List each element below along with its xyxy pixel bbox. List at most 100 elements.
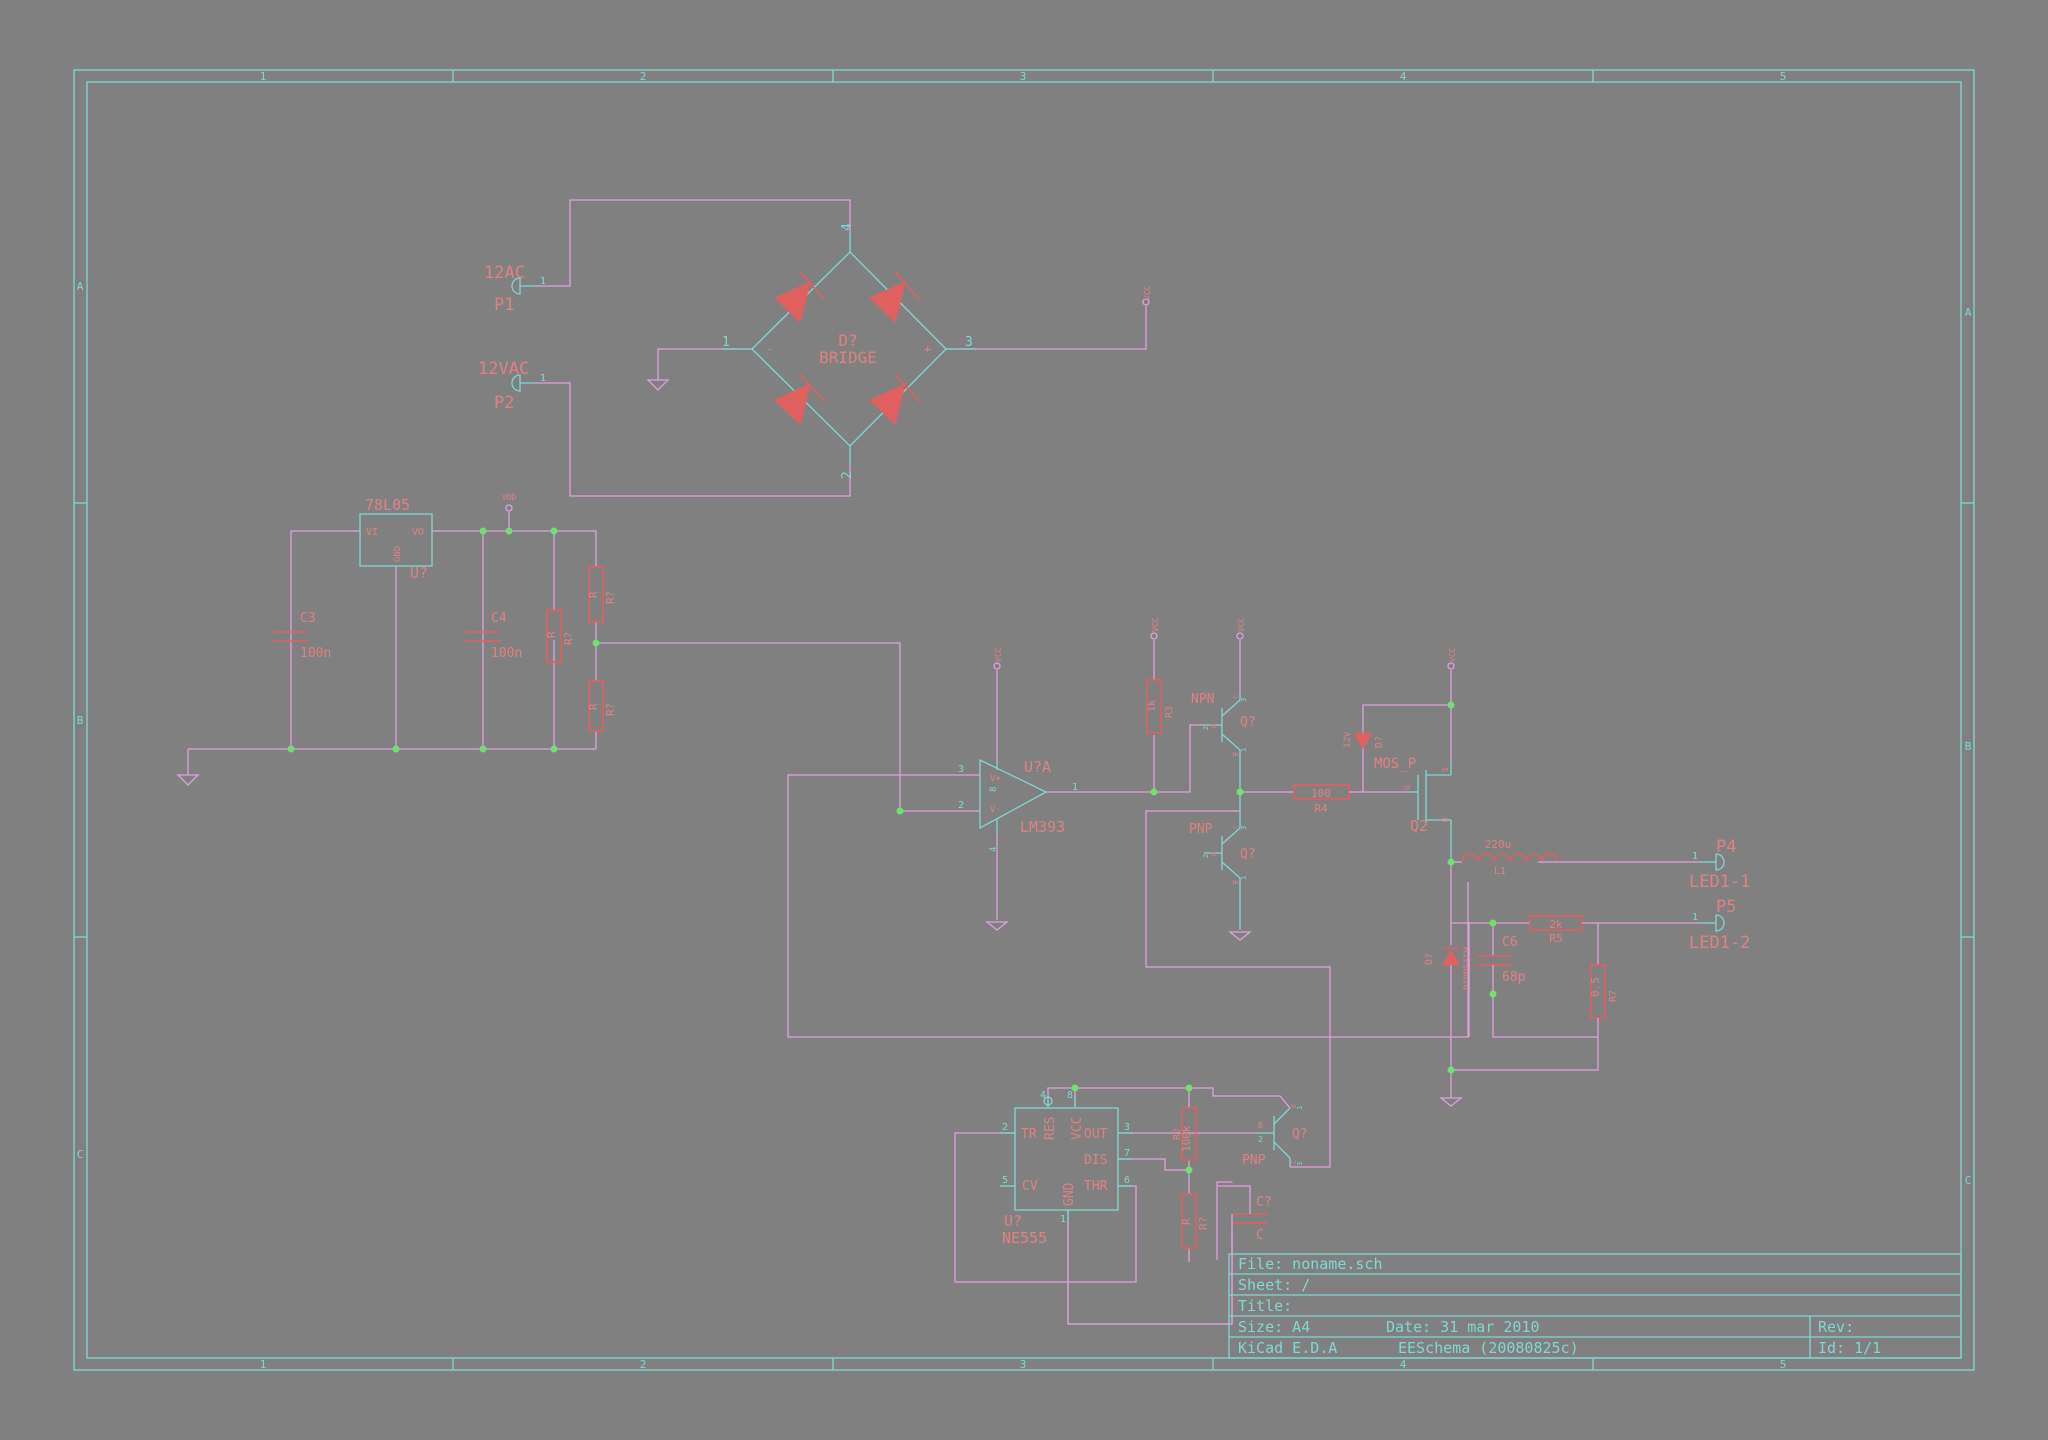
- label-components-p5-ref: P5: [1716, 897, 1736, 917]
- label-components-r_d-value: R: [1180, 1218, 1193, 1225]
- label-components-comparator-vminus: V-: [990, 805, 1001, 815]
- ground-icon: [176, 774, 200, 786]
- label-components-l1-ref: L1: [1494, 866, 1506, 877]
- label-components-pnp1-pins-2: 1: [1240, 876, 1248, 880]
- label-components-mosfet-d: D: [1441, 817, 1450, 822]
- label-components-npn-type: NPN: [1191, 692, 1214, 707]
- label-components-vcc_r3: VCC: [1151, 617, 1160, 632]
- label-components-pnp2-e: E: [1290, 1104, 1298, 1108]
- label-components-ne555-out: OUT: [1084, 1127, 1108, 1142]
- label-components-r3-value: 1k: [1147, 700, 1158, 712]
- row-marker-right-c: C: [1965, 1174, 1972, 1187]
- label-components-p2-value: 12VAC: [478, 359, 529, 379]
- resistor-r-divider-top: R R?: [587, 566, 617, 623]
- label-components-ne555-pins-2: 8: [1067, 1090, 1073, 1101]
- label-components-vcc_bridge: VCC: [1143, 285, 1152, 300]
- title-block-rev: Rev:: [1818, 1318, 1854, 1336]
- label-components-ne555-vcc: VCC: [1070, 1117, 1085, 1140]
- label-components-ne555-gnd: GND: [1062, 1182, 1077, 1206]
- label-components-pnp1-ref: Q?: [1240, 847, 1256, 862]
- resistor-r-divider-bottom: R R?: [587, 680, 617, 732]
- label-components-comparator-pins-0: 3: [958, 764, 964, 775]
- label-components-vcc_npn: VCC: [1237, 617, 1246, 632]
- col-marker-top-3: 3: [1020, 70, 1027, 83]
- capacitor-c3: C3 100n: [273, 611, 331, 661]
- label-components-vcc_mos: VCC: [1448, 647, 1457, 662]
- label-components-vcc_comp: VCC: [994, 647, 1003, 662]
- capacitor-c-timing: C? C: [1217, 1182, 1272, 1243]
- label-components-pnp1-pins-0: 2: [1202, 854, 1210, 858]
- label-components-ne555-pins-1: 4: [1040, 1090, 1046, 1101]
- transistor-pnp-driver: PNP Q? B 2 C 3 E 1: [1189, 792, 1256, 930]
- resistor-r5: 2k R5: [1529, 915, 1583, 945]
- label-components-pnp2-pins-0: 2: [1258, 1135, 1263, 1144]
- col-marker-top-5: 5: [1780, 70, 1787, 83]
- ground-icon: [1439, 1097, 1463, 1107]
- row-marker-right-b: B: [1965, 740, 1972, 753]
- label-components-ne555-ref: U?: [1004, 1212, 1022, 1230]
- label-components-pnp2-c: C: [1290, 1160, 1298, 1164]
- zener-diode: 12V D?: [1343, 731, 1385, 749]
- label-components-comparator-pins-2: 1: [1072, 782, 1078, 793]
- label-components-ne555-pins-7: 6: [1124, 1175, 1130, 1186]
- vcc-flag-bridge: VCC: [1142, 285, 1152, 306]
- label-components-r5-value: 2k: [1549, 918, 1563, 931]
- label-components-c3-value: 100n: [300, 646, 331, 661]
- label-components-npn-pins-0: 2: [1202, 726, 1210, 730]
- label-components-r2-value: 100k: [1180, 1125, 1193, 1152]
- regulator-section: VDD 78L05 VI VO GND U? C3 100n C4 100n R…: [176, 493, 901, 811]
- title-block-file: File: noname.sch: [1238, 1255, 1383, 1273]
- label-components-pnp1-pins-1: 3: [1240, 826, 1248, 830]
- label-components-ne555-pins-0: 2: [1002, 1122, 1008, 1133]
- label-components-dschottky-value: DIODESCH: [1463, 947, 1473, 990]
- sheet-frame: 1 2 3 4 5 1 2 3 4 5 A B C A B C: [73, 69, 1975, 1371]
- timer-section: C? C TR RES VCC OUT DIS CV GND THR 2 4 8…: [954, 1084, 1308, 1325]
- label-components-bridge-plus: +: [924, 342, 931, 356]
- bridge-rectifier: 1 2 3 4 - + D? BRIDGE: [722, 223, 976, 479]
- vcc-flag-comparator: VCC: [993, 647, 1003, 670]
- label-components-reg-ref: U?: [410, 564, 428, 582]
- label-components-zener-value: 12V: [1343, 731, 1353, 748]
- label-components-comparator-pins-3: 8: [989, 787, 999, 792]
- label-components-comparator-pins-1: 2: [958, 800, 964, 811]
- col-marker-bottom-3: 3: [1020, 1358, 1027, 1371]
- label-components-npn-e: E: [1232, 752, 1240, 756]
- label-components-ne555-pins-6: 1: [1060, 1214, 1066, 1225]
- label-components-r7-value: 0.5: [1589, 977, 1602, 997]
- label-components-mosfet-type: MOS_P: [1374, 756, 1416, 772]
- row-marker-left-a: A: [77, 280, 84, 293]
- label-components-vdd: VDD: [502, 493, 517, 502]
- label-components-comparator-vplus: V+: [990, 774, 1001, 784]
- resistor-r-timing: R R?: [1180, 1193, 1210, 1249]
- label-components-c6-value: 68p: [1502, 970, 1526, 985]
- col-marker-bottom-2: 2: [640, 1358, 647, 1371]
- label-components-c_q-value: C: [1256, 1228, 1264, 1243]
- label-components-npn-ref: Q?: [1240, 715, 1256, 730]
- label-components-r4-value: 100: [1311, 787, 1331, 800]
- comparator-section: VCC 3 2 1 8 4 V+ V- U?A LM393: [787, 647, 1469, 1038]
- label-components-r3-ref: R3: [1164, 706, 1175, 718]
- vcc-flag-npn: VCC: [1236, 617, 1246, 640]
- label-components-r_d-ref: R?: [1197, 1217, 1210, 1230]
- label-components-reg-vo: VO: [412, 527, 424, 538]
- title-block-date: Date: 31 mar 2010: [1386, 1318, 1540, 1336]
- label-components-bridge-pins-3: 4: [840, 223, 855, 231]
- vdd-flag: VDD: [502, 493, 517, 512]
- label-components-npn-b: B: [1210, 724, 1218, 728]
- label-components-r_a-ref: R?: [562, 632, 575, 645]
- col-marker-top-1: 1: [260, 70, 267, 83]
- title-block-eeschema: EESchema (20080825c): [1398, 1339, 1579, 1357]
- label-components-mosfet-s: S: [1441, 767, 1450, 772]
- col-marker-bottom-1: 1: [260, 1358, 267, 1371]
- label-components-p5-value: LED1-2: [1689, 933, 1750, 953]
- ground-icon: [646, 379, 670, 391]
- row-marker-left-b: B: [77, 714, 84, 727]
- mosfet-p: MOS_P Q2 G S D: [1374, 756, 1452, 862]
- label-components-bridge-pins-1: 2: [840, 471, 855, 479]
- resistor-r-load: R R?: [545, 609, 575, 663]
- capacitor-c6: C6 68p: [1477, 935, 1526, 985]
- label-components-pnp2-b: B: [1258, 1121, 1263, 1130]
- label-components-p2-ref: P2: [494, 393, 514, 413]
- label-components-p4-value: LED1-1: [1689, 872, 1750, 892]
